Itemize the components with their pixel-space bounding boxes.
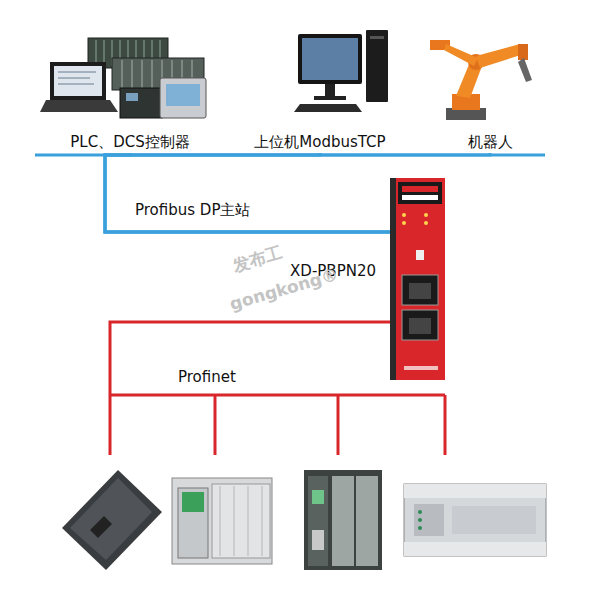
device-label: 上位机ModbusTCP [254, 133, 385, 151]
gateway-device [390, 178, 445, 380]
device-node: 上位机ModbusTCP [245, 25, 395, 153]
profibus-connector [105, 153, 390, 232]
computer-picture [294, 30, 388, 112]
profibus-connector [105, 153, 490, 232]
device-node: XD-PBPN20 [390, 178, 445, 380]
robot-picture [430, 40, 532, 120]
device-node: PLC、DCS控制器 [45, 25, 215, 153]
network-label: Profinet [178, 368, 236, 386]
device-label: PLC、DCS控制器 [70, 133, 189, 151]
device-label: 机器人 [468, 133, 513, 151]
plc-picture-2 [172, 478, 272, 564]
device-node: 机器人 [420, 25, 560, 153]
plc-picture-4 [404, 484, 546, 556]
watermark: 发布工 [231, 243, 285, 274]
profibus-connector [105, 153, 390, 232]
network-label: Profibus DP主站 [135, 201, 250, 219]
plc-picture-3 [304, 470, 382, 570]
watermark: gongkong® [228, 265, 341, 313]
plc-dcs-picture [40, 38, 206, 118]
plc-picture-1 [62, 470, 162, 570]
